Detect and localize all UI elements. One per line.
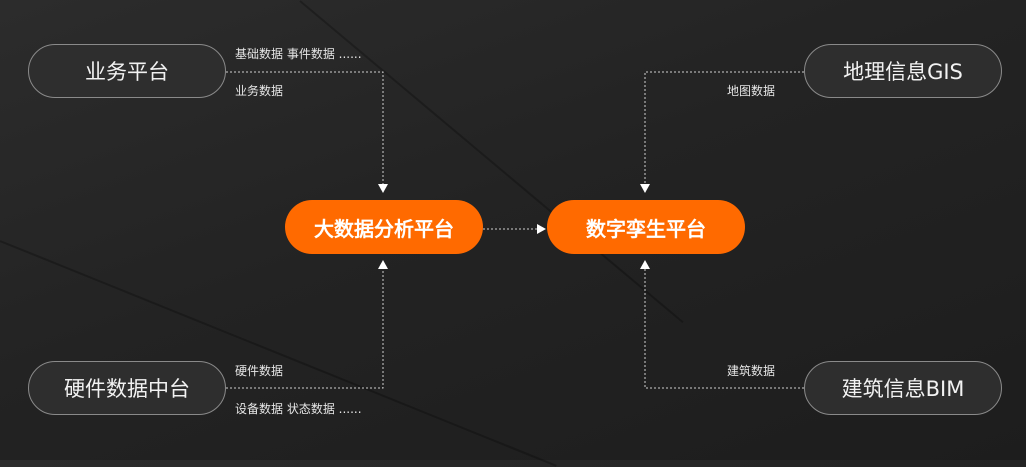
- arrow-up-icon: [378, 260, 388, 269]
- gis-data-label: 地图数据: [727, 84, 776, 98]
- business-platform-node: 业务平台: [28, 44, 226, 98]
- bim-data-label: 建筑数据: [727, 364, 776, 378]
- hardware-data-label: 设备数据 状态数据 ......: [235, 402, 362, 416]
- connector-hardware: [226, 268, 384, 389]
- arrow-down-icon: [378, 184, 388, 193]
- hardware-data-node: 硬件数据中台: [28, 361, 226, 415]
- gis-node: 地理信息GIS: [804, 44, 1002, 98]
- business-data-label: 基础数据 事件数据 ......: [235, 47, 362, 61]
- bim-node: 建筑信息BIM: [804, 361, 1002, 415]
- hardware-data-label: 硬件数据: [235, 364, 284, 378]
- big-data-platform-node: 大数据分析平台: [285, 200, 483, 254]
- connector-bim: [644, 268, 804, 389]
- connector-gis: [644, 71, 804, 184]
- business-data-label: 业务数据: [235, 84, 284, 98]
- arrow-up-icon: [640, 260, 650, 269]
- arrow-right-icon: [537, 224, 546, 234]
- connector-business: [226, 71, 384, 184]
- arrow-down-icon: [640, 184, 650, 193]
- digital-twin-platform-node: 数字孪生平台: [547, 200, 745, 254]
